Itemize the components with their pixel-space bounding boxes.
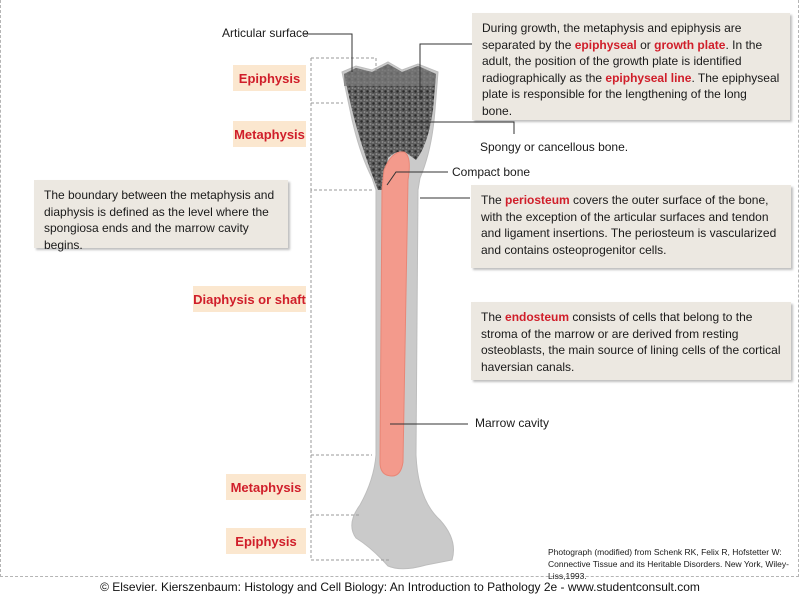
note-growth-plate: During growth, the metaphysis and epiphy… bbox=[472, 13, 790, 120]
region-brackets bbox=[310, 57, 390, 561]
note-periosteum: The periosteum covers the outer surface … bbox=[471, 185, 791, 268]
label-spongy-bone: Spongy or cancellous bone. bbox=[480, 140, 629, 154]
long-bone-diagram bbox=[304, 33, 515, 570]
tag-metaphysis-top: Metaphysis bbox=[233, 121, 306, 147]
term-epiphyseal-line: epiphyseal line bbox=[605, 70, 692, 85]
term-endosteum: endosteum bbox=[505, 310, 570, 324]
tag-epiphysis-top: Epiphysis bbox=[233, 65, 306, 91]
spongy-bone-region bbox=[344, 64, 436, 190]
note-endosteum-t1: The bbox=[481, 310, 506, 324]
note-periosteum-t2: covers the outer surface of the bone, wi… bbox=[481, 193, 777, 257]
note-growth-plate-t4: . The epiphyseal plate is responsible fo… bbox=[482, 70, 780, 118]
articular-cap bbox=[344, 64, 436, 86]
note-endosteum: The endosteum consists of cells that bel… bbox=[471, 302, 791, 380]
term-epiphyseal: epiphyseal bbox=[574, 37, 637, 52]
label-marrow-cavity: Marrow cavity bbox=[475, 416, 550, 430]
tag-metaphysis-bottom: Metaphysis bbox=[226, 474, 306, 500]
note-boundary: The boundary between the metaphysis and … bbox=[34, 180, 288, 252]
note-growth-plate-t3: . In the adult, the position of the grow… bbox=[482, 37, 763, 85]
note-growth-plate-t2: or bbox=[636, 37, 655, 52]
label-compact-bone: Compact bone bbox=[452, 165, 531, 179]
tag-diaphysis: Diaphysis or shaft bbox=[193, 286, 306, 312]
label-articular-surface: Articular surface bbox=[222, 26, 309, 40]
marrow-cavity bbox=[379, 151, 410, 477]
note-growth-plate-t1: During growth, the metaphysis and epiphy… bbox=[482, 21, 742, 52]
note-endosteum-t2: consists of cells that belong to the str… bbox=[481, 310, 781, 374]
term-periosteum: periosteum bbox=[505, 193, 570, 207]
term-growth-plate: growth plate bbox=[654, 37, 726, 52]
figure-frame bbox=[0, 0, 799, 577]
photo-credit: Photograph (modified) from Schenk RK, Fe… bbox=[548, 547, 789, 581]
tag-epiphysis-bottom: Epiphysis bbox=[226, 528, 306, 554]
note-periosteum-t1: The bbox=[481, 193, 506, 207]
copyright-footer: © Elsevier. Kierszenbaum: Histology and … bbox=[100, 580, 700, 594]
leader-lines bbox=[304, 33, 515, 425]
